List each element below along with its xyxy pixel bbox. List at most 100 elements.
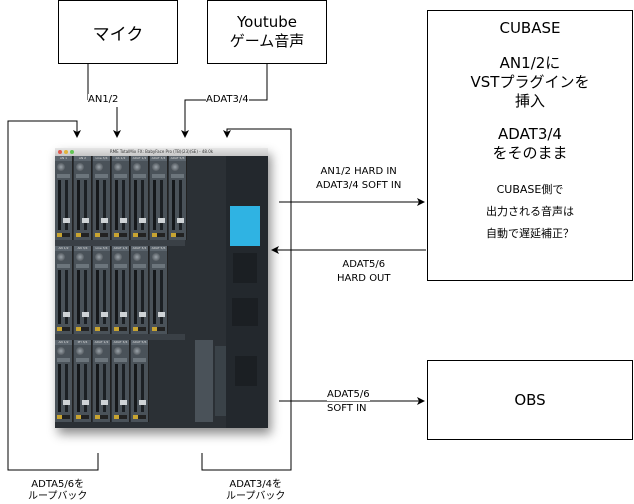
obs-box[interactable]: OBS <box>427 360 633 440</box>
level-meter <box>96 364 99 412</box>
channel-buttons <box>76 174 89 178</box>
gain-knob <box>152 253 160 261</box>
level-meter <box>77 270 80 324</box>
youtube-box[interactable]: Youtube ゲーム音声 <box>207 0 327 64</box>
cubase-title: CUBASE <box>499 19 561 37</box>
channel-name: ADAT 1/2 <box>131 156 148 161</box>
gain-knob <box>95 163 103 171</box>
mixer-snapshot-list <box>233 253 257 283</box>
level-meter <box>115 180 118 230</box>
edge-label-mixer-to-cubase: AN1/2 HARD IN ADAT3/4 SOFT IN <box>316 166 402 191</box>
fader-cap <box>82 312 89 317</box>
mixer-titlebar: RME TotalMix FX: BabyFace Pro (TB)(23)(S… <box>55 148 268 156</box>
youtube-label-line1: Youtube <box>237 13 297 31</box>
gain-knob <box>152 163 160 171</box>
mixer-row-separator <box>55 240 185 246</box>
channel-name: AN 1 <box>55 156 72 161</box>
gain-readout <box>76 233 89 237</box>
channel-name: AN 3/4 <box>74 246 91 251</box>
edge-label-loopback-right: ADAT3/4を ループバック <box>226 479 286 502</box>
fader-track <box>179 180 182 230</box>
fader-cap <box>82 218 89 223</box>
fader-cap <box>63 312 70 317</box>
channel-buttons <box>133 174 146 178</box>
channel-name: ADAT 3/4 <box>150 156 167 161</box>
mic-box[interactable]: マイク <box>58 0 178 64</box>
fader-cap <box>63 400 70 405</box>
cubase-block2: ADAT3/4 をそのまま <box>492 125 568 162</box>
level-meter <box>153 180 156 230</box>
level-meter <box>77 364 80 412</box>
channel-buttons <box>76 358 89 362</box>
edge-label-adat34: ADAT3/4 <box>206 94 249 106</box>
channel-buttons <box>114 264 127 268</box>
channel-name: AN 2 <box>74 156 91 161</box>
gain-readout <box>152 327 165 331</box>
level-meter <box>96 270 99 324</box>
gain-readout <box>57 233 70 237</box>
gain-knob <box>171 163 179 171</box>
mixer-row-separator <box>55 334 185 340</box>
fader-cap <box>158 312 165 317</box>
edge-label-cubase-to-mixer: ADAT5/6 HARD OUT <box>337 259 391 284</box>
gain-knob <box>57 347 65 355</box>
wire-loopback-left <box>7 120 99 471</box>
gain-knob <box>95 253 103 261</box>
fader-track <box>122 180 125 230</box>
gain-knob <box>57 253 65 261</box>
level-meter <box>96 180 99 230</box>
mixer-channel-strip: ADAT 1/2 <box>112 246 130 334</box>
fader-track <box>84 180 87 230</box>
channel-name: Line 3/4 <box>93 246 110 251</box>
level-meter <box>115 364 118 412</box>
level-meter <box>134 270 137 324</box>
gain-knob <box>57 163 65 171</box>
mixer-channel-strip: AN 3/4 <box>74 246 92 334</box>
gain-readout <box>76 327 89 331</box>
gain-readout <box>133 233 146 237</box>
channel-name: ADAT 1/2 <box>112 246 129 251</box>
cubase-block1: AN1/2に VSTプラグインを 挿入 <box>470 54 590 110</box>
zoom-dot <box>70 150 74 154</box>
channel-name: AS 1/2 <box>112 156 129 161</box>
channel-name: AN 1/2 <box>55 246 72 251</box>
fader-cap <box>120 218 127 223</box>
gain-knob <box>95 347 103 355</box>
edge-label-an12: AN1/2 <box>88 94 119 106</box>
fader-track <box>103 180 106 230</box>
gain-knob <box>114 347 122 355</box>
channel-buttons <box>133 264 146 268</box>
mixer-channel-strip: Line 3/4 <box>93 246 111 334</box>
mixer-window-title: RME TotalMix FX: BabyFace Pro (TB)(23)(S… <box>109 149 214 154</box>
minimize-dot <box>64 150 68 154</box>
gain-readout <box>133 327 146 331</box>
fader-track <box>84 364 87 412</box>
fader-track <box>141 364 144 412</box>
channel-name: PH 3/4 <box>74 340 91 345</box>
cubase-box[interactable]: CUBASE AN1/2に VSTプラグインを 挿入 ADAT3/4 をそのまま… <box>427 10 633 281</box>
fader-cap <box>177 218 184 223</box>
fader-track <box>141 180 144 230</box>
mixer-channel-strip: ADAT 3/4 <box>150 156 168 240</box>
gain-knob <box>114 163 122 171</box>
fader-cap <box>101 218 108 223</box>
mixer-channel-strip: ADAT 5/6 <box>169 156 187 240</box>
channel-buttons <box>76 264 89 268</box>
channel-name: ADAT 5/6 <box>169 156 186 161</box>
gain-knob <box>76 253 84 261</box>
gain-readout <box>114 415 127 419</box>
cubase-note: CUBASE側で 出力される音声は 自動で遅延補正？ <box>486 183 574 240</box>
fader-track <box>122 270 125 324</box>
channel-buttons <box>95 264 108 268</box>
fader-track <box>84 270 87 324</box>
edge-label-mixer-to-obs: ADAT5/6 SOFT IN <box>327 389 370 414</box>
close-dot <box>58 150 62 154</box>
window-controls <box>58 150 74 154</box>
gain-readout <box>114 233 127 237</box>
fader-track <box>65 270 68 324</box>
fader-track <box>65 180 68 230</box>
channel-buttons <box>57 174 70 178</box>
gain-knob <box>76 347 84 355</box>
